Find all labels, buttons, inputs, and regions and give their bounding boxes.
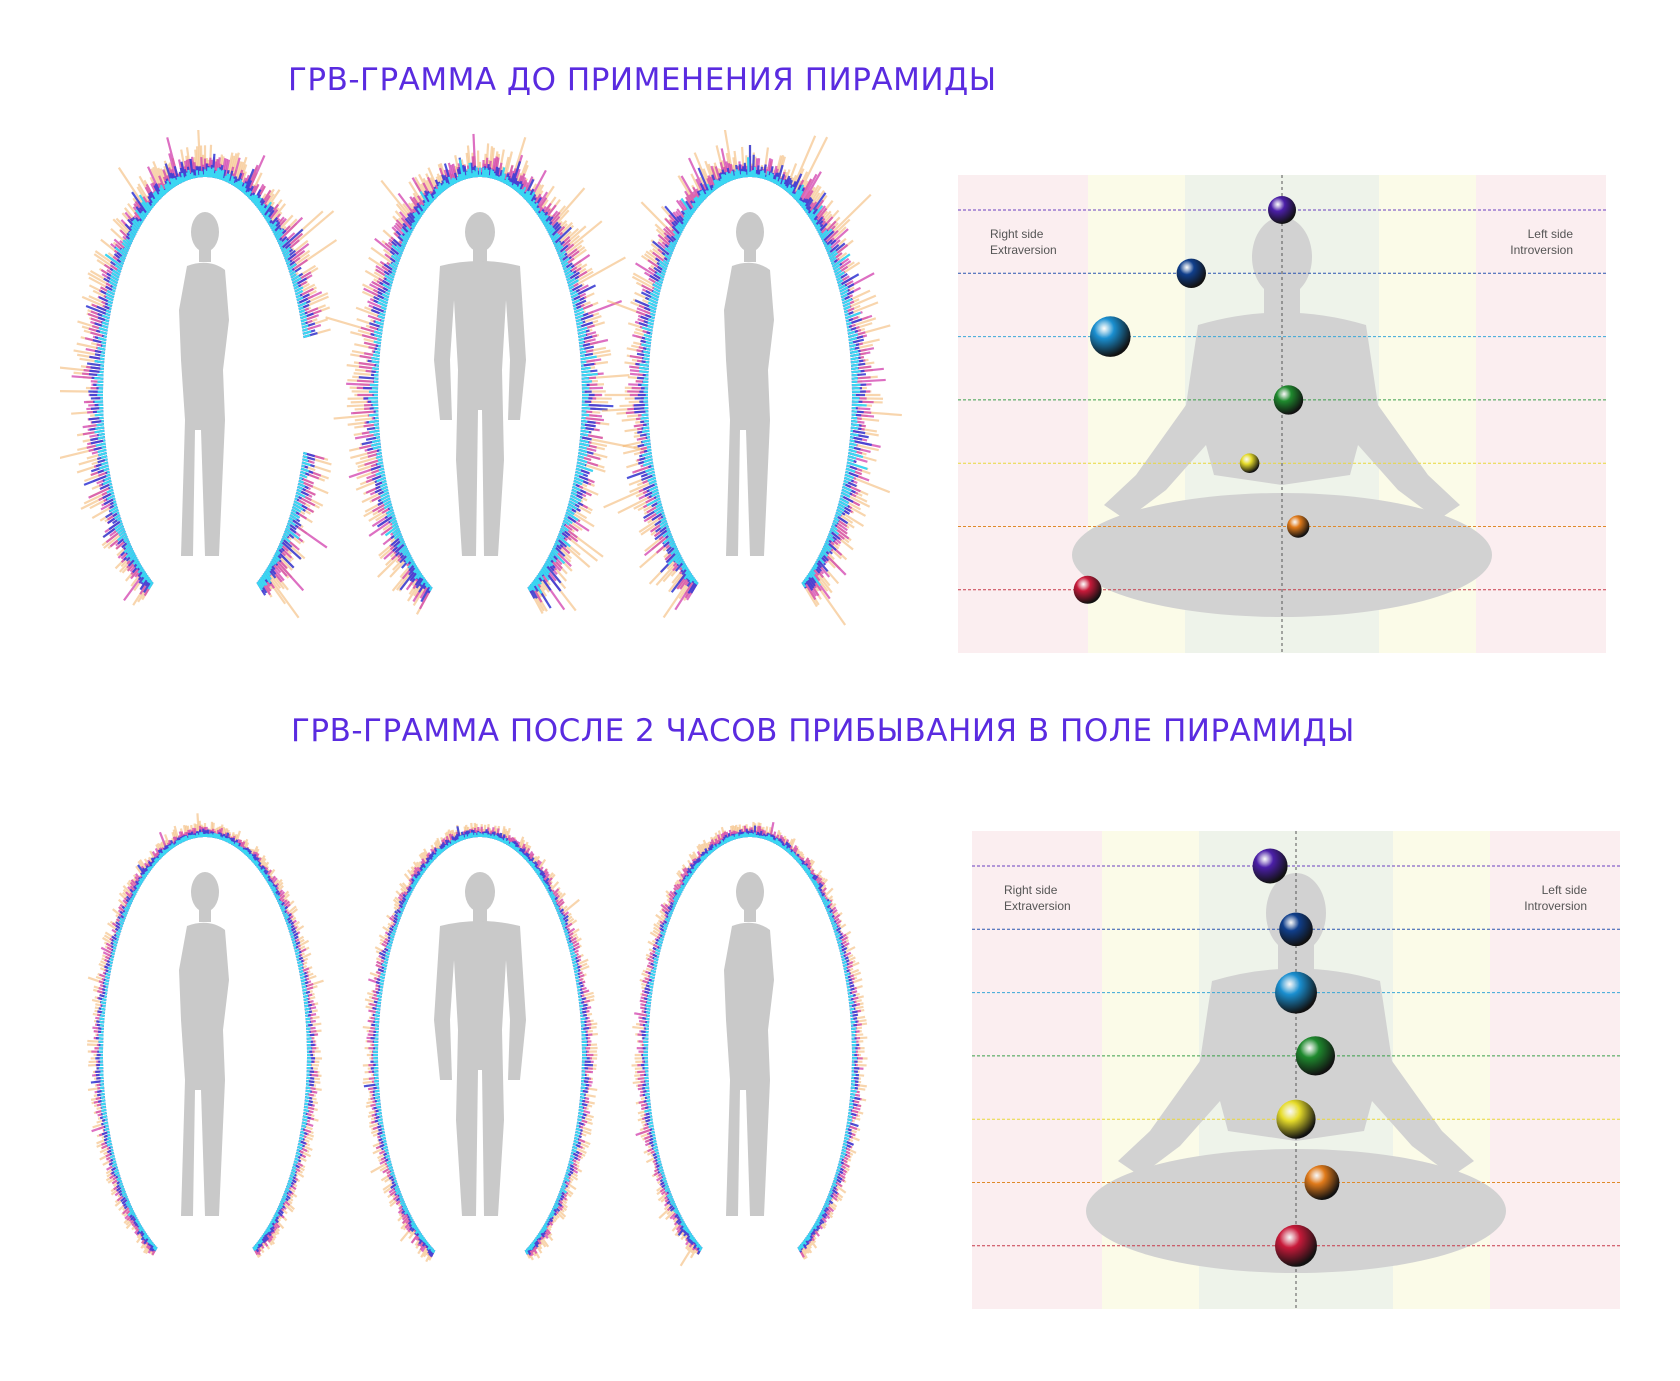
chakra-sphere bbox=[1275, 1224, 1317, 1267]
chakra-chart-before: 11223344556677Right sideExtraversionLeft… bbox=[958, 175, 1606, 653]
chakra-sphere bbox=[1276, 1099, 1316, 1139]
introversion-label: Introversion bbox=[1524, 899, 1587, 913]
extraversion-label: Extraversion bbox=[1004, 899, 1071, 913]
right-side-label: Right side bbox=[1004, 883, 1058, 897]
chakra-sphere bbox=[1304, 1165, 1340, 1200]
left-side-label: Left side bbox=[1528, 227, 1574, 241]
gdv-aura-group-before bbox=[60, 130, 902, 626]
gdv-aura bbox=[362, 822, 598, 1263]
chakra-sphere bbox=[1239, 453, 1260, 474]
chakra-sphere bbox=[1275, 971, 1317, 1014]
title-after: ГРВ-ГРАММА ПОСЛЕ 2 ЧАСОВ ПРИБЫВАНИЯ В ПО… bbox=[291, 713, 1355, 749]
title-before: ГРВ-ГРАММА ДО ПРИМЕНЕНИЯ ПИРАМИДЫ bbox=[288, 62, 997, 98]
body-front-silhouette bbox=[434, 212, 526, 556]
chakra-sphere bbox=[1268, 196, 1296, 224]
gdv-aura bbox=[87, 813, 324, 1259]
introversion-label: Introversion bbox=[1510, 243, 1573, 257]
right-side-label: Right side bbox=[990, 227, 1044, 241]
body-side-silhouette bbox=[724, 212, 774, 556]
chakra-sphere bbox=[1073, 575, 1102, 604]
chakra-chart-after: 11223344556677Right sideExtraversionLeft… bbox=[972, 831, 1620, 1309]
extraversion-label: Extraversion bbox=[990, 243, 1057, 257]
chakra-sphere bbox=[1287, 515, 1310, 538]
body-side-silhouette bbox=[179, 872, 229, 1216]
gdv-aura bbox=[325, 133, 647, 615]
left-side-label: Left side bbox=[1542, 883, 1588, 897]
gdv-aura bbox=[60, 130, 338, 619]
chakra-sphere bbox=[1295, 1036, 1336, 1076]
gdv-aura bbox=[601, 130, 902, 626]
body-front-silhouette bbox=[434, 872, 526, 1216]
chakra-sphere bbox=[1279, 912, 1313, 947]
body-side-silhouette bbox=[179, 212, 229, 556]
chakra-sphere bbox=[1273, 385, 1304, 415]
body-side-silhouette bbox=[724, 872, 774, 1216]
chakra-sphere bbox=[1252, 848, 1288, 884]
gdv-aura bbox=[631, 821, 868, 1267]
gdv-aura-group-after bbox=[87, 813, 868, 1267]
chakra-sphere bbox=[1176, 258, 1206, 288]
chakra-sphere bbox=[1089, 316, 1131, 357]
